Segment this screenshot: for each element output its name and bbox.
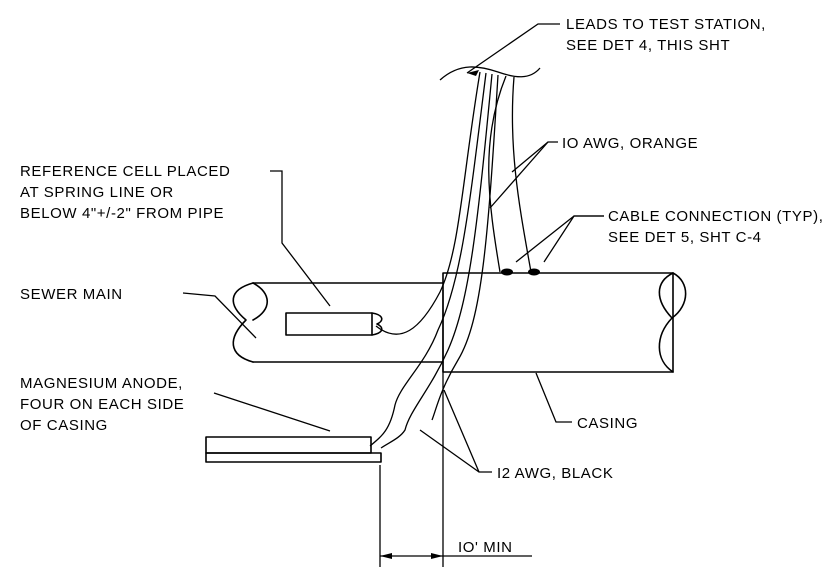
- magnesium-anode-label-line2: FOUR ON EACH SIDE: [20, 396, 184, 413]
- dimension-10ft: [379, 290, 532, 567]
- reference-cell: [285, 312, 383, 336]
- magnesium-anode-label-line3: OF CASING: [20, 417, 108, 434]
- leader-lines: [182, 23, 604, 473]
- cable-connection-label-line1: CABLE CONNECTION (TYP),: [608, 208, 824, 225]
- magnesium-anode-label-line1: MAGNESIUM ANODE,: [20, 375, 183, 392]
- cable-connection-dot-left: [501, 268, 513, 276]
- reference-cell-label-line3: BELOW 4"+/-2" FROM PIPE: [20, 205, 224, 222]
- casing-label: CASING: [577, 415, 638, 432]
- cable-connection-dot-right: [528, 268, 540, 276]
- dimension-label: IO' MIN: [458, 539, 513, 556]
- lead-wires: [369, 66, 541, 449]
- leads-label-line1: LEADS TO TEST STATION,: [566, 16, 766, 33]
- awg12-label: I2 AWG, BLACK: [497, 465, 613, 482]
- cable-connection-label-line2: SEE DET 5, SHT C-4: [608, 229, 762, 246]
- leads-label-line2: SEE DET 4, THIS SHT: [566, 37, 730, 54]
- reference-cell-label-line2: AT SPRING LINE OR: [20, 184, 174, 201]
- sewer-main-pipe: [232, 282, 444, 363]
- awg10-label: IO AWG, ORANGE: [562, 135, 698, 152]
- sewer-main-label: SEWER MAIN: [20, 286, 123, 303]
- magnesium-anode: [205, 436, 382, 463]
- reference-cell-label-line1: REFERENCE CELL PLACED: [20, 163, 230, 180]
